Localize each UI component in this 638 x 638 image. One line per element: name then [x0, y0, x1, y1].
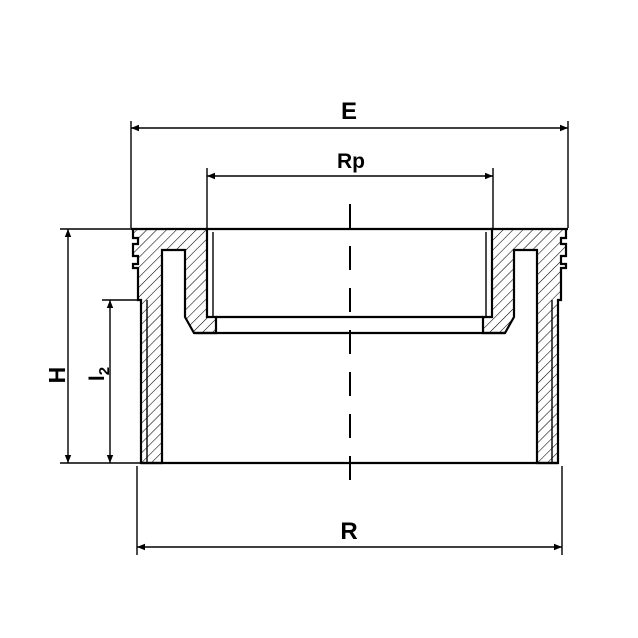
label-l2: l2 [86, 367, 113, 381]
dimension-h: H [44, 228, 140, 464]
left-wall-section [131, 227, 218, 465]
label-rp: Rp [337, 150, 365, 173]
part-section [131, 227, 568, 465]
label-h: H [44, 367, 70, 384]
right-wall-section [481, 227, 568, 465]
label-e: E [341, 98, 357, 125]
dimension-r: R [136, 466, 563, 555]
dimension-e: E [130, 98, 569, 228]
dimension-rp: Rp [206, 150, 494, 230]
dimension-l2: l2 [86, 299, 140, 463]
label-r: R [340, 518, 357, 545]
